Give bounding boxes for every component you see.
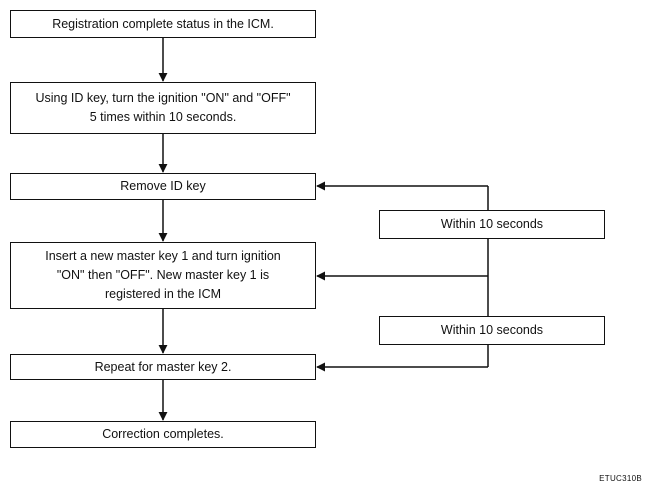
step-2-box: Using ID key, turn the ignition "ON" and… [10, 82, 316, 134]
step-5-text: Repeat for master key 2. [94, 359, 232, 374]
step-3-text: Remove ID key [120, 179, 206, 193]
step-4-box: Insert a new master key 1 and turn ignit… [10, 242, 316, 309]
step-1-text: Registration complete status in the ICM. [52, 16, 274, 31]
side-note-1-box: Within 10 seconds [379, 210, 605, 239]
figure-code: ETUC310B [599, 474, 642, 483]
side-note-1-text: Within 10 seconds [440, 217, 544, 231]
side-note-2-text: Within 10 seconds [440, 323, 544, 337]
step-6-text: Correction completes. [102, 427, 224, 441]
step-3-box: Remove ID key [10, 173, 316, 200]
step-5-box: Repeat for master key 2. [10, 354, 316, 380]
step-2-text: Using ID key, turn the ignition "ON" and… [35, 91, 291, 124]
step-4-text: Insert a new master key 1 and turn ignit… [45, 249, 281, 301]
step-6-box: Correction completes. [10, 421, 316, 448]
step-1-box: Registration complete status in the ICM. [10, 10, 316, 38]
side-note-2-box: Within 10 seconds [379, 316, 605, 345]
